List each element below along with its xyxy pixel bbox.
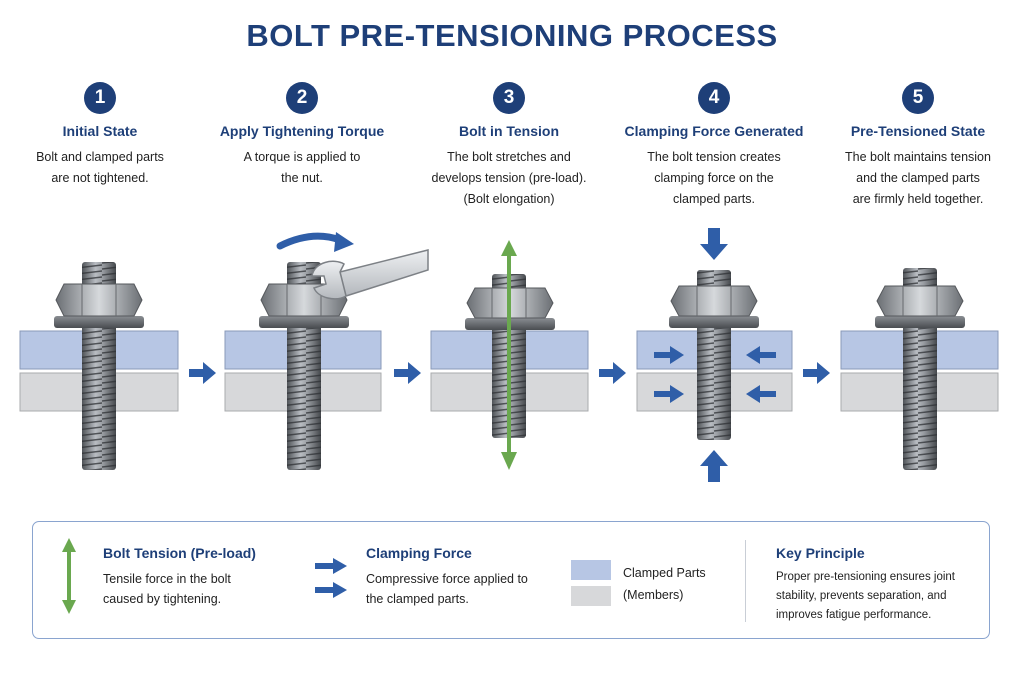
step-description: The bolt maintains tension and the clamp… [833,147,1003,210]
step-description-line: The bolt tension creates [647,150,781,164]
step-description-line: Bolt and clamped parts [36,150,164,164]
clamp-arrow-right-icon [654,346,684,364]
legend-parts-text: Clamped Parts (Members) [623,562,706,606]
step-description-line: (Bolt elongation) [463,192,555,206]
step-title: Clamping Force Generated [624,123,804,139]
legend-text-line: Tensile force in the bolt [103,572,231,586]
force-arrow-up-icon [700,450,728,482]
step-3: 3 Bolt in Tension The bolt stretches and… [409,82,609,210]
step-description: Bolt and clamped parts are not tightened… [15,147,185,189]
step-description-line: and the clamped parts [856,171,980,185]
washer [875,316,965,328]
step-number-badge: 1 [84,82,116,114]
tension-arrow-up-icon [501,240,517,256]
step-description-line: develops tension (pre-load). [431,171,587,185]
legend-divider [745,540,746,622]
hex-nut [876,285,964,317]
assembly-clamping-force [636,228,793,482]
rotation-arrowhead [334,232,354,252]
double-arrow-right-icon [315,558,347,598]
step-description-line: The bolt stretches and [447,150,571,164]
clamped-part-swatch-top [571,560,611,580]
step-number-badge: 5 [902,82,934,114]
key-principle-text: Proper pre-tensioning ensures joint stab… [776,568,955,625]
step-description: A torque is applied to the nut. [217,147,387,189]
washer [669,316,759,328]
assembly-bolt-tension [430,240,589,470]
legend-clamping-title: Clamping Force [366,545,472,561]
washer [54,316,144,328]
flow-arrow-icon [394,362,421,384]
clamped-part-swatch-bottom [571,586,611,606]
clamp-arrow-left-icon [746,385,776,403]
hex-nut [670,285,758,317]
tension-arrow-down-icon [501,452,517,470]
step-description-line: The bolt maintains tension [845,150,991,164]
flow-arrow-icon [803,362,830,384]
step-description-line: clamping force on the [654,171,774,185]
step-number-badge: 3 [493,82,525,114]
double-arrow-vertical-icon [62,538,76,614]
step-title: Bolt in Tension [458,123,560,139]
legend-text-line: Clamped Parts [623,566,706,580]
step-2: 2 Apply Tightening Torque A torque is ap… [202,82,402,189]
legend-clamping-text: Compressive force applied to the clamped… [366,569,528,609]
legend-tension-text: Tensile force in the bolt caused by tigh… [103,569,231,609]
step-number-badge: 2 [286,82,318,114]
step-description: The bolt tension creates clamping force … [629,147,799,210]
legend-panel: Bolt Tension (Pre-load) Tensile force in… [32,521,990,639]
flow-arrow-icon [189,362,216,384]
step-description-line: A torque is applied to [243,150,361,164]
legend-text-line: the clamped parts. [366,592,469,606]
step-title: Initial State [62,123,138,139]
hex-nut [55,283,143,317]
bolt-process-diagram [19,228,999,482]
assembly-pre-tensioned [840,268,999,470]
step-description: The bolt stretches and develops tension … [424,147,594,210]
wrench-icon [311,249,429,300]
step-description-line: clamped parts. [673,192,755,206]
legend-text-line: Proper pre-tensioning ensures joint [776,571,955,583]
rotation-arrow-icon [276,232,344,250]
step-5: 5 Pre-Tensioned State The bolt maintains… [818,82,1018,210]
force-arrow-down-icon [700,228,728,260]
legend-text-line: improves fatigue performance. [776,609,932,621]
step-number-badge: 4 [698,82,730,114]
legend-text-line: (Members) [623,588,684,602]
step-description-line: the nut. [281,171,323,185]
assembly-apply-torque [224,232,429,470]
page-title: BOLT PRE-TENSIONING PROCESS [246,18,778,53]
legend-text-line: stability, prevents separation, and [776,590,947,602]
flow-arrow-icon [599,362,626,384]
step-description-line: are not tightened. [51,171,149,185]
clamp-arrow-left-icon [746,346,776,364]
step-title: Apply Tightening Torque [219,123,385,139]
assembly-initial-state [19,262,179,470]
step-description-line: are firmly held together. [852,192,984,206]
clamp-arrow-right-icon [654,385,684,403]
key-principle-title: Key Principle [776,545,865,561]
washer [259,316,349,328]
step-title: Pre-Tensioned State [850,123,986,139]
legend-tension-title: Bolt Tension (Pre-load) [103,545,256,561]
step-4: 4 Clamping Force Generated The bolt tens… [614,82,814,210]
legend-text-line: Compressive force applied to [366,572,528,586]
legend-text-line: caused by tightening. [103,592,222,606]
step-1: 1 Initial State Bolt and clamped parts a… [0,82,200,189]
